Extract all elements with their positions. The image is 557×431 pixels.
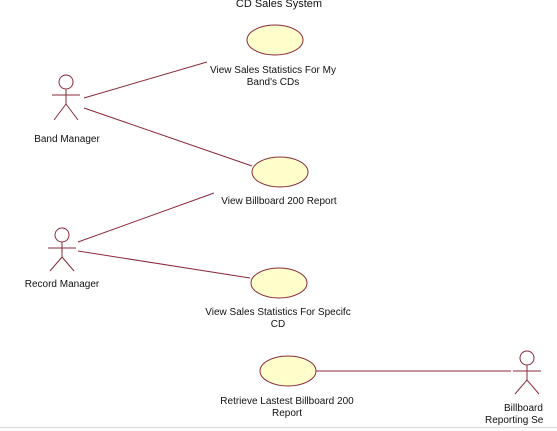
actor-label-billboard-line-2: Reporting Se: [485, 415, 544, 426]
use-case-view-sales-band[interactable]: [246, 24, 304, 56]
actor-label-billboard-line-1: Billboard: [504, 403, 543, 414]
association-band-manager-view-billboard: [83, 107, 253, 167]
actor-band-manager[interactable]: [52, 74, 80, 121]
association-band-manager-view-sales-band: [83, 61, 208, 99]
actor-billboard-reporting[interactable]: [513, 350, 541, 395]
use-case-retrieve-billboard[interactable]: [259, 355, 317, 387]
actor-label-band-manager: Band Manager: [34, 134, 100, 145]
actor-label-record-manager: Record Manager: [24, 279, 100, 290]
bottom-divider: [0, 427, 557, 428]
use-case-label-retrieve-billboard-line-2: Report: [271, 408, 302, 419]
use-case-label-view-sales-specific-line-2: CD: [270, 319, 286, 330]
association-record-manager-view-billboard: [77, 192, 215, 243]
association-record-manager-view-sales-specific: [77, 250, 251, 279]
use-case-view-sales-specific[interactable]: [250, 267, 308, 299]
use-case-label-view-billboard: View Billboard 200 Report: [221, 196, 337, 207]
use-case-label-view-sales-specific-line-1: View Sales Statistics For Specifc: [205, 307, 351, 318]
use-case-label-retrieve-billboard-line-1: Retrieve Lastest Billboard 200: [220, 396, 354, 407]
use-case-label-view-sales-band-line-1: View Sales Statistics For My: [210, 65, 336, 76]
actor-record-manager[interactable]: [48, 227, 76, 272]
use-case-view-billboard[interactable]: [251, 156, 309, 188]
use-case-label-view-sales-band-line-2: Band's CDs: [246, 77, 300, 88]
diagram-title: CD Sales System: [235, 0, 323, 10]
